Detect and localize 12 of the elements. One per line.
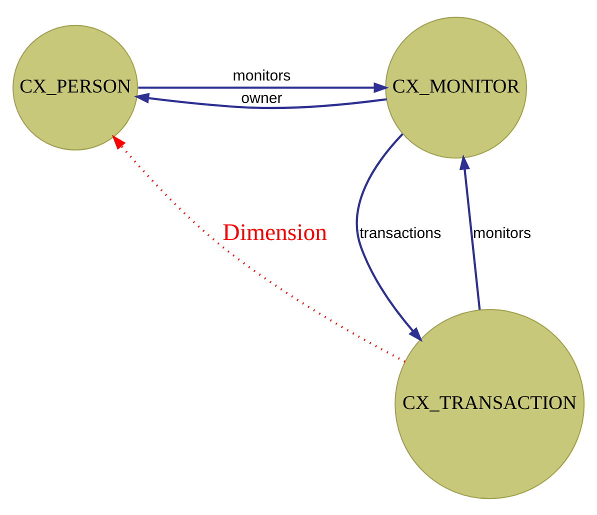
edge-label: owner xyxy=(241,90,282,107)
arrow xyxy=(138,82,389,93)
edge-label: Dimension xyxy=(222,219,328,246)
node-circle: CX_MONITOR xyxy=(385,16,528,158)
arrow xyxy=(356,132,423,342)
edge-label: transactions xyxy=(360,224,442,242)
arrow xyxy=(459,154,481,310)
node-circle: CX_TRANSACTION xyxy=(394,308,585,499)
edge-label: monitors xyxy=(232,66,291,84)
arrow xyxy=(112,134,406,362)
edge-label: monitors xyxy=(473,224,532,242)
arrow xyxy=(134,92,387,109)
